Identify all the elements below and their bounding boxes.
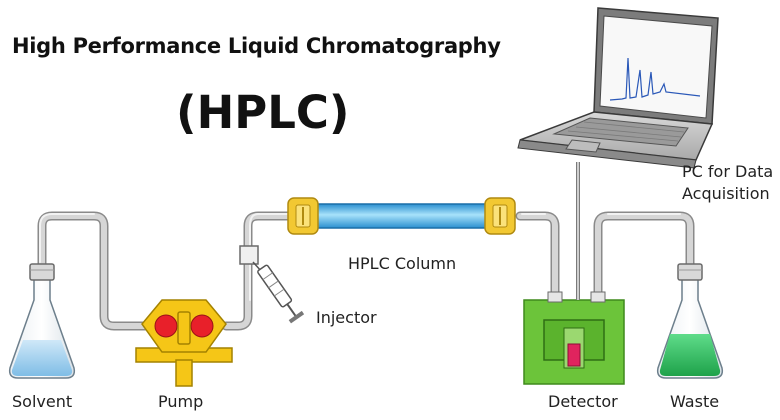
pump-icon <box>135 299 233 387</box>
column-fitting-left <box>287 197 319 235</box>
column-fitting-right <box>484 197 516 235</box>
label-pump: Pump <box>158 392 204 411</box>
label-pc-line2: Acquisition <box>682 184 770 203</box>
page-subtitle: (HPLC) <box>176 86 350 139</box>
tubing-fill <box>39 213 693 329</box>
syringe-icon <box>239 245 305 324</box>
chromatogram-plot <box>609 57 701 101</box>
tubing <box>37 211 695 331</box>
label-detector: Detector <box>548 392 618 411</box>
solvent-flask-icon <box>8 263 76 379</box>
label-injector: Injector <box>316 308 377 327</box>
detector-icon <box>523 291 625 385</box>
laptop-icon <box>517 7 719 169</box>
label-solvent: Solvent <box>12 392 73 411</box>
hplc-column <box>287 197 516 235</box>
label-pc-line1: PC for Data <box>682 162 774 181</box>
waste-flask-icon <box>656 263 724 379</box>
label-waste: Waste <box>670 392 720 411</box>
page-title: High Performance Liquid Chromatography <box>12 34 501 58</box>
label-hplc-column: HPLC Column <box>348 254 457 273</box>
